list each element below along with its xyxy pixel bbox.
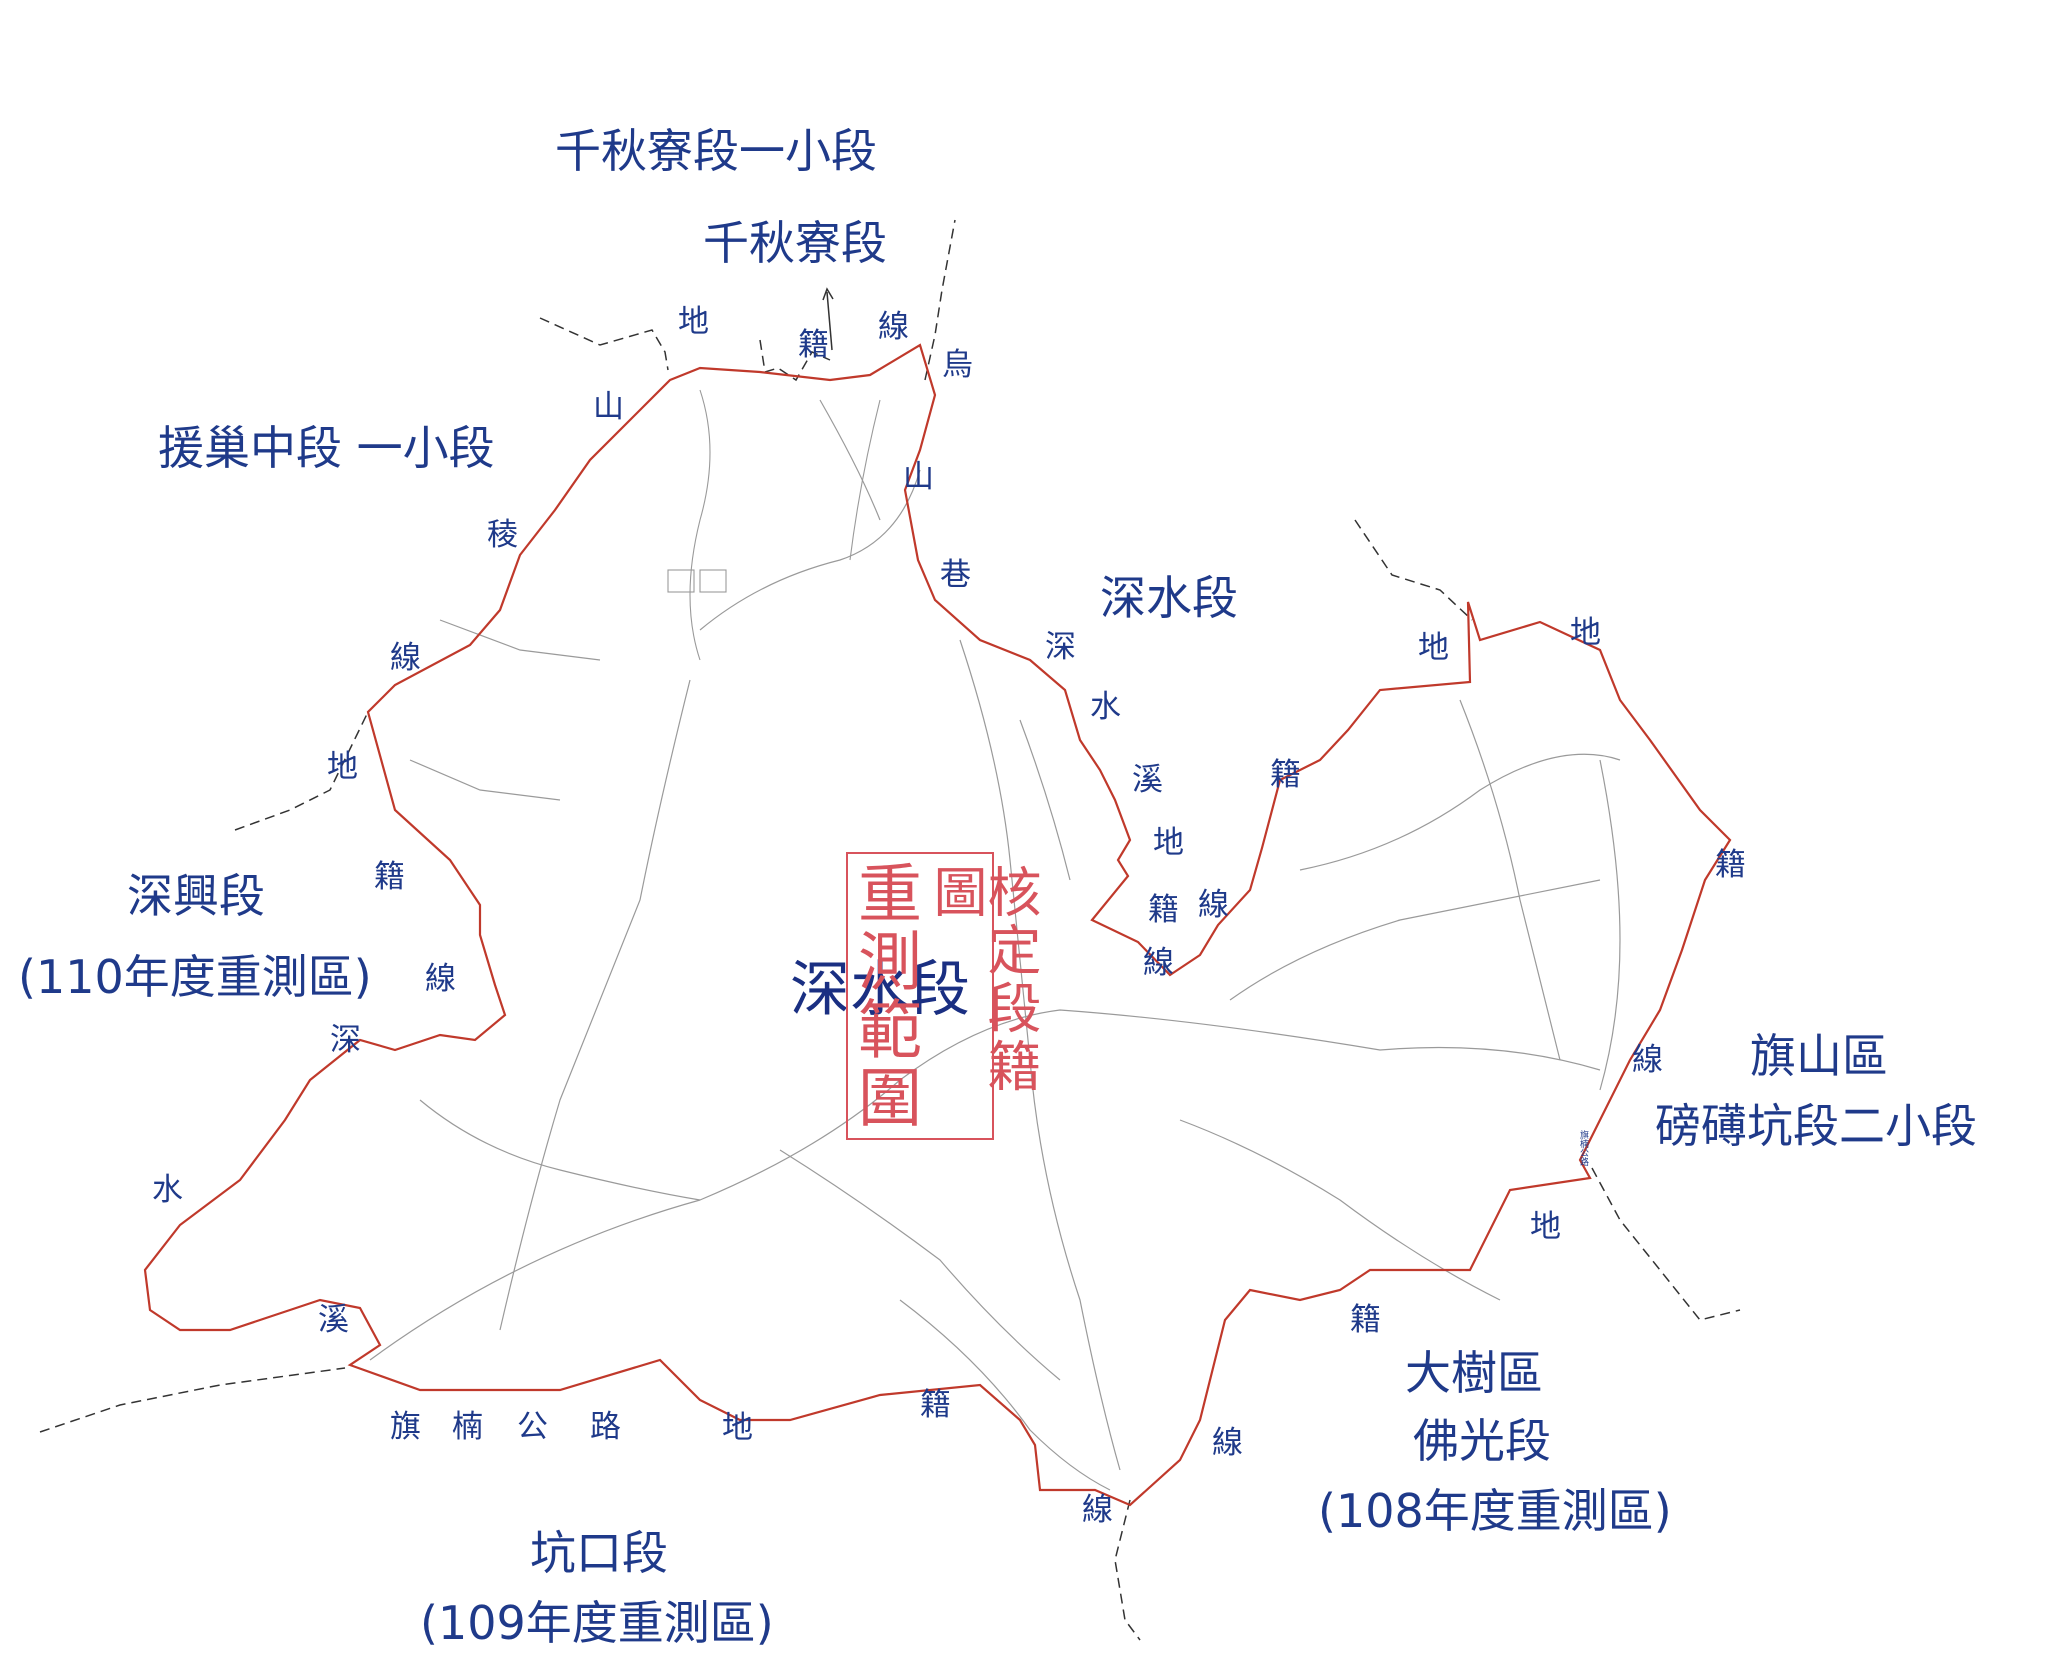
dash-west (234, 711, 369, 831)
label-foguang-note: (108年度重測區) (1318, 1484, 1672, 1538)
parcel-line-b (499, 679, 691, 1331)
parcel-lines (369, 399, 1621, 1491)
label-foguang: 佛光段 (1413, 1414, 1551, 1468)
label-kengkou-note: (109年度重測區) (420, 1596, 774, 1650)
parcel-line-k (819, 399, 881, 521)
boundary-char: 籍 (374, 859, 405, 895)
boundary-char: 水 (1090, 689, 1121, 725)
boundary-char: 籍 (1148, 892, 1179, 928)
boundary-char: 山 (593, 389, 624, 425)
north-line-a (689, 389, 711, 661)
dash-south (1114, 1499, 1141, 1641)
dash-southeast (1591, 1167, 1741, 1321)
road-char: 旗 (390, 1409, 421, 1445)
parcel-line-j (409, 759, 561, 801)
label-dashu: 大樹區 (1405, 1346, 1543, 1400)
boundary-char: 籍 (798, 327, 829, 363)
boundary-char: 地 (1418, 630, 1449, 666)
boundary-char: 溪 (1132, 762, 1163, 798)
seal-line-2: 核定段籍圖 (924, 864, 1041, 1096)
label-pangdaokeng-2: 磅礡坑段二小段 (1655, 1099, 1977, 1153)
boundary-char: 溪 (318, 1302, 349, 1338)
tiny-road-label: 旗楠公路 (1578, 1130, 1588, 1166)
boundary-char: 籍 (1715, 847, 1746, 883)
label-shenshui-north: 深水段 (1100, 571, 1238, 625)
boundary-char: 深 (1045, 629, 1076, 665)
boundary-char: 線 (390, 640, 421, 676)
boundary-char: 地 (1153, 825, 1184, 861)
boundary-char: 地 (327, 749, 358, 785)
north-box-b (699, 569, 727, 593)
boundary-char: 深 (330, 1022, 361, 1058)
label-shenxing: 深興段 (127, 869, 265, 923)
parcel-line-m (1459, 699, 1561, 1061)
boundary-char: 線 (878, 309, 909, 345)
boundary-char: 地 (1570, 615, 1601, 651)
boundary-char: 線 (1082, 1492, 1113, 1528)
parcel-line-l (1019, 719, 1071, 881)
dash-southwest (39, 1367, 346, 1433)
label-qianqiuliao-1: 千秋寮段一小段 (555, 124, 877, 178)
boundary-char: 巷 (940, 557, 971, 593)
label-qianqiuliao: 千秋寮段 (703, 216, 887, 270)
pointer-arrow-line (826, 291, 833, 351)
boundary-char: 烏 (942, 347, 973, 383)
external-dashed-lines (39, 219, 1741, 1641)
north-lines (667, 389, 881, 661)
boundary-char: 地 (722, 1410, 753, 1446)
section-boundary (143, 343, 1732, 1507)
dash-nw-north (539, 317, 669, 371)
label-shenxing-note: (110年度重測區) (18, 950, 372, 1004)
parcel-line-i (439, 619, 601, 661)
boundary-char: 線 (1143, 945, 1174, 981)
parcel-road-main (369, 1009, 1601, 1361)
boundary-char: 水 (152, 1172, 183, 1208)
parcel-line-e (1229, 879, 1601, 1001)
boundary-char: 山 (903, 459, 934, 495)
boundary-char: 籍 (1350, 1302, 1381, 1338)
boundary-char: 地 (678, 304, 709, 340)
dash-north-east (924, 219, 956, 381)
parcel-line-f (1179, 1119, 1501, 1301)
dash-northeast (1354, 519, 1473, 621)
boundary-char: 線 (425, 961, 456, 997)
parcel-line-n (1599, 759, 1621, 1091)
center-section-title: 深水段 (790, 955, 970, 1025)
approval-seal: 重測範圍 核定段籍圖 (846, 852, 1041, 1140)
boundary-char: 線 (1632, 1042, 1663, 1078)
label-kengkou: 坑口段 (530, 1526, 668, 1580)
boundary-char: 籍 (920, 1387, 951, 1423)
parcel-line-a (699, 469, 921, 631)
boundary-char: 籍 (1270, 757, 1301, 793)
boundary-char: 稜 (487, 517, 518, 553)
pointer-arrow-head (822, 287, 834, 301)
label-yuanchaozhong-1: 援巢中段 一小段 (158, 421, 495, 475)
parcel-line-d (1299, 753, 1621, 871)
boundary-char: 線 (1198, 887, 1229, 923)
north-line-b (849, 399, 881, 561)
road-char: 公 (517, 1409, 548, 1445)
boundary-char: 線 (1212, 1425, 1243, 1461)
parcel-line-o (899, 1299, 1111, 1491)
parcel-line-g (779, 1149, 1061, 1381)
label-qishan: 旗山區 (1750, 1029, 1888, 1083)
north-box-a (667, 569, 695, 593)
road-char: 路 (590, 1409, 621, 1445)
road-char: 楠 (452, 1409, 483, 1445)
parcel-line-h (419, 1099, 701, 1201)
boundary-char: 地 (1530, 1209, 1561, 1245)
parcel-line-c (959, 639, 1121, 1471)
seal-line-1: 重測範圍 (847, 860, 921, 1132)
